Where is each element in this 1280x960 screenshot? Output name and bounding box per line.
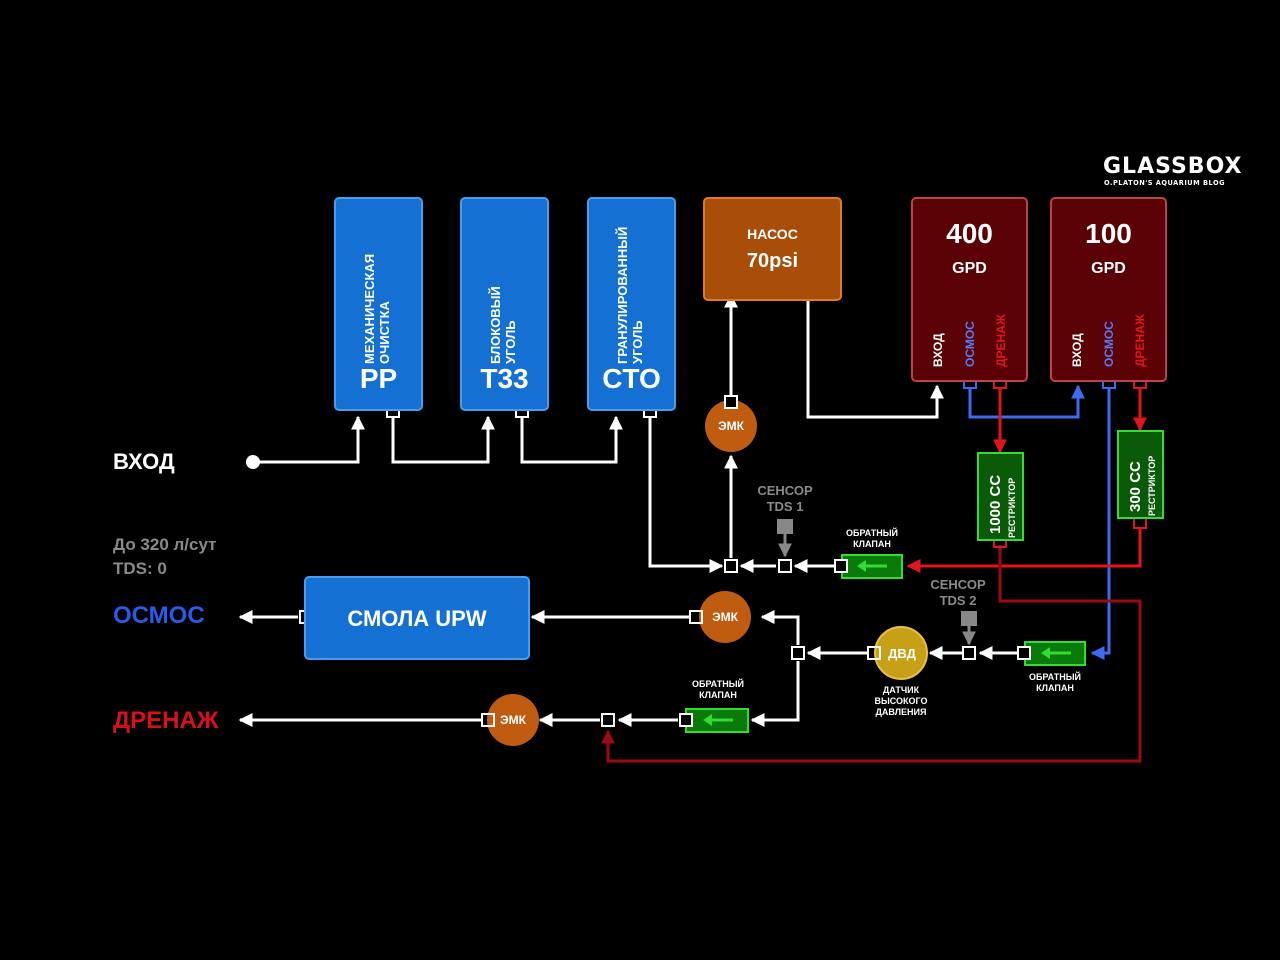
- check-valve-2: [1024, 641, 1086, 666]
- restrictor-1000-value: 1000 CC: [987, 474, 1004, 534]
- line-t33-cto: [520, 415, 623, 464]
- membrane-400-port-in: ВХОД: [931, 333, 945, 367]
- membrane-100-port-in: ВХОД: [1070, 333, 1084, 367]
- emk-pump-label: ЭМК: [718, 419, 744, 433]
- restrictor-1000-label: РЕСТРИКТОР: [1007, 477, 1017, 538]
- line-osmos-100-check: [1090, 388, 1111, 660]
- membrane-100-value: 100: [1085, 218, 1132, 249]
- line-pump-membrane: [806, 299, 944, 419]
- input-label: ВХОД: [113, 449, 175, 474]
- emk-valve-osmos: [699, 591, 751, 643]
- line-osmos-400-100: [968, 384, 1085, 419]
- filter-cto-name: CTO: [602, 363, 661, 394]
- membrane-400-value: 400: [946, 218, 993, 249]
- resin-upw: СМОЛА UPW: [304, 576, 530, 660]
- restrictor-300-label: РЕСТРИКТОР: [1147, 455, 1157, 516]
- pump-pressure: 70psi: [746, 250, 799, 272]
- osmos-output-label: ОСМОС: [113, 602, 205, 629]
- membrane-100-port-drain: ДРЕНАЖ: [1133, 314, 1147, 367]
- pump-title: НАСОС: [747, 226, 798, 242]
- membrane-100: 100 GPD ВХОД ОСМОС ДРЕНАЖ: [1050, 197, 1167, 382]
- membrane-100-unit: GPD: [1091, 260, 1126, 277]
- emk-valve-drain: [487, 694, 539, 746]
- capacity-label: До 320 л/сут: [113, 535, 217, 554]
- tds-label: TDS: 0: [113, 559, 167, 578]
- check-valve-1: [841, 554, 903, 579]
- pump: НАСОС 70psi: [703, 197, 842, 301]
- line-cto-junction: [648, 418, 724, 573]
- emk-valve-pump: [705, 400, 757, 452]
- emk-drain-label: ЭМК: [500, 713, 526, 727]
- membrane-400-unit: GPD: [952, 260, 987, 277]
- input-dot: [246, 455, 260, 469]
- dvd-label: ДВД: [888, 646, 916, 661]
- dvd-sensor: [874, 626, 928, 680]
- membrane-400-port-drain: ДРЕНАЖ: [994, 314, 1008, 367]
- line-pp-t33: [391, 415, 495, 464]
- emk-osmos-label: ЭМК: [712, 610, 738, 624]
- membrane-400: 400 GPD ВХОД ОСМОС ДРЕНАЖ: [911, 197, 1028, 382]
- check-valve-3: [685, 708, 749, 733]
- line-junction-emk2: [760, 610, 800, 645]
- line-junction-check3: [750, 661, 800, 727]
- restrictor-300-value: 300 CC: [1127, 461, 1144, 512]
- logo: GLASSBOX: [1103, 154, 1243, 179]
- line-restrictor-check: [906, 528, 1142, 573]
- line-input-pp: [253, 415, 365, 464]
- membrane-400-port-osmos: ОСМОС: [963, 321, 977, 367]
- restrictor-1000: 1000 CC РЕСТРИКТОР: [977, 452, 1024, 541]
- line-restrictor-drain: [601, 545, 1142, 763]
- filter-t33-name: T33: [480, 363, 529, 394]
- drain-output-label: ДРЕНАЖ: [113, 707, 219, 734]
- logo-tagline: O.PLATON'S AQUARIUM BLOG: [1104, 179, 1225, 187]
- filter-pp-name: PP: [359, 363, 398, 394]
- restrictor-300: 300 CC РЕСТРИКТОР: [1117, 430, 1164, 519]
- resin-label: СМОЛА UPW: [347, 606, 487, 631]
- membrane-100-port-osmos: ОСМОС: [1102, 321, 1116, 367]
